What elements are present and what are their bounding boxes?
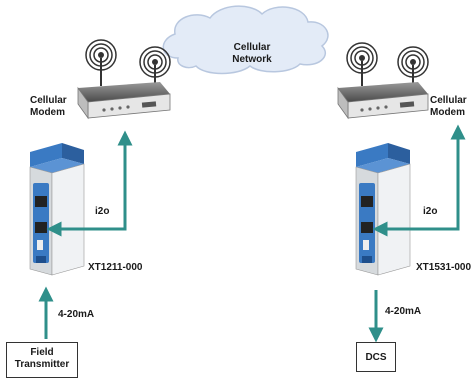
signal-label-left: 4-20mA [58,309,95,320]
field-transmitter-box: Field Transmitter [6,342,78,378]
xt1211-device [29,143,85,276]
antenna-icon [397,46,429,88]
link-label-left: i2o [95,206,110,217]
modem-label-right: Cellular Modem [430,95,467,118]
modem-label-left: Cellular Modem [30,95,67,118]
cellular-network-cloud [162,5,329,75]
signal-label-right: 4-20mA [385,306,422,317]
cellular-modem-left [77,82,171,120]
antenna-icon [139,46,171,88]
antenna-icon [346,42,378,86]
dcs-box: DCS [356,342,396,372]
cellular-modem-right [337,82,429,120]
link-label-right: i2o [423,206,438,217]
i2o-link-arrow-left [46,130,133,237]
device-label-left: XT1211-000 [88,262,143,273]
device-label-right: XT1531-000 [416,262,472,273]
cloud-label: Cellular Network [232,42,272,65]
xt1531-device [355,143,411,276]
i2o-link-arrow-right [372,124,466,237]
antenna-icon [85,39,117,86]
